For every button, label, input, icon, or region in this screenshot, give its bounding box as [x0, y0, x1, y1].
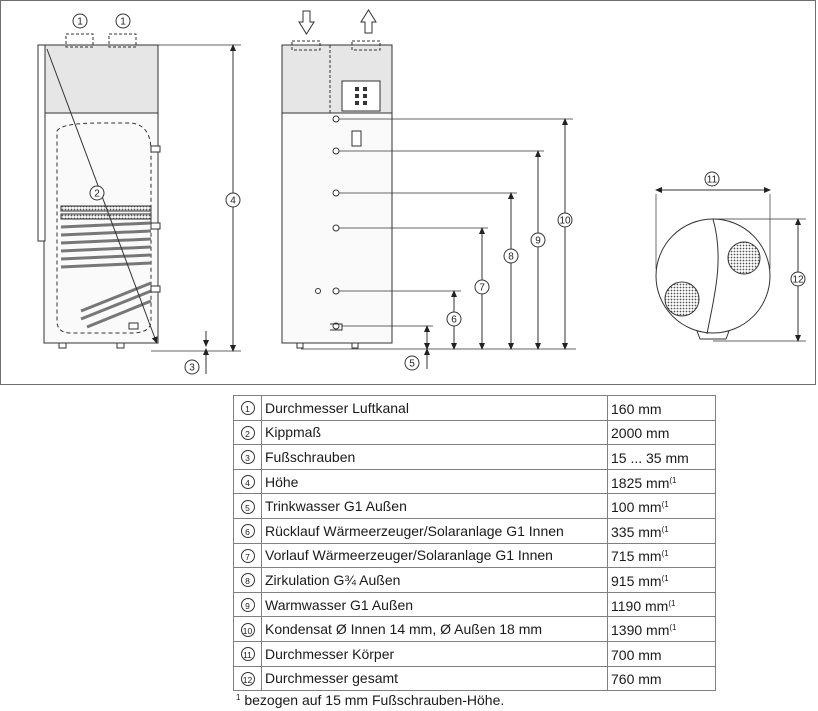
callout-1: 1 — [77, 17, 83, 28]
footnote-text: bezogen auf 15 mm Fußschrauben-Höhe. — [244, 692, 505, 708]
fan-unit-top — [43, 44, 159, 114]
row-footnote-marker: (1 — [669, 623, 677, 633]
row-number: 8 — [240, 573, 255, 588]
row-number: 2 — [240, 425, 255, 440]
row-number: 3 — [240, 450, 255, 465]
callout-3: 3 — [189, 363, 195, 374]
side-view — [37, 33, 241, 374]
table-row: 7 Vorlauf Wärmeerzeuger/Solaranlage G1 I… — [233, 542, 716, 569]
table-row: 6 Rücklauf Wärmeerzeuger/Solaranlage G1 … — [233, 517, 716, 544]
row-number: 10 — [240, 622, 255, 637]
row-description: Kippmaß — [261, 419, 608, 446]
pipe-stub — [128, 322, 139, 330]
callout-6: 6 — [451, 315, 457, 326]
air-outlet — [351, 40, 381, 51]
row-number: 6 — [240, 524, 255, 539]
table-row: 8 Zirkulation G¾ Außen 915 mm(1 — [233, 567, 716, 593]
callout-12: 12 — [792, 275, 804, 286]
row-description: Kondensat Ø Innen 14 mm, Ø Außen 18 mm — [261, 616, 608, 642]
table-row: 2 Kippmaß 2000 mm — [233, 419, 716, 446]
row-number: 9 — [240, 598, 255, 613]
pipe-stub — [150, 222, 161, 230]
air-out-arrow — [360, 9, 377, 34]
callout-7: 7 — [479, 283, 485, 294]
footnote: 1 bezogen auf 15 mm Fußschrauben-Höhe. — [236, 692, 504, 708]
pipe-stub — [150, 285, 161, 293]
row-number: 4 — [240, 475, 255, 490]
callout-4: 4 — [230, 196, 236, 207]
row-value: 700 mm — [611, 646, 662, 663]
dimension-table: 1 Durchmesser Luftkanal 160 mm 2 Kippmaß… — [233, 395, 716, 692]
air-opening — [727, 241, 761, 275]
heating-coil-upper — [60, 205, 152, 269]
pipe-stub — [150, 145, 161, 153]
table-row: 3 Fußschrauben 15 ... 35 mm — [233, 444, 716, 470]
inner-tank — [56, 122, 152, 334]
row-description: Durchmesser Luftkanal — [261, 395, 608, 421]
row-value: 2000 mm — [611, 425, 670, 442]
row-number: 1 — [240, 401, 255, 416]
callout-2: 2 — [94, 189, 100, 200]
callout-8: 8 — [508, 252, 514, 263]
row-value: 715 mm — [611, 548, 662, 565]
table-row: 5 Trinkwasser G1 Außen 100 mm(1 — [233, 493, 716, 519]
row-value: 915 mm — [611, 572, 662, 589]
control-panel — [341, 80, 381, 112]
row-value: 760 mm — [611, 671, 662, 688]
row-number: 7 — [240, 548, 255, 563]
row-footnote-marker: (1 — [661, 524, 669, 534]
top-view — [655, 187, 806, 342]
row-footnote-marker: (1 — [668, 598, 676, 608]
anode — [351, 130, 362, 147]
row-description: Fußschrauben — [261, 444, 608, 470]
table-row: 12 Durchmesser gesamt 760 mm — [233, 665, 716, 692]
row-description: Zirkulation G¾ Außen — [261, 567, 608, 593]
callout-9: 9 — [535, 236, 541, 247]
side-panel — [37, 44, 46, 242]
row-description: Rücklauf Wärmeerzeuger/Solaranlage G1 In… — [261, 517, 608, 544]
technical-drawing: 1 1 2 3 4 5 6 7 8 9 10 11 12 — [0, 0, 816, 385]
table-row: 9 Warmwasser G1 Außen 1190 mm(1 — [233, 591, 716, 618]
callout-1: 1 — [120, 17, 126, 28]
callout-5: 5 — [409, 359, 415, 370]
table-row: 10 Kondensat Ø Innen 14 mm, Ø Außen 18 m… — [233, 616, 716, 642]
drawing-svg: 1 1 2 3 4 5 6 7 8 9 10 11 12 — [37, 9, 806, 375]
row-description: Durchmesser gesamt — [261, 665, 608, 692]
row-value: 335 mm — [611, 523, 662, 540]
air-in-arrow — [298, 10, 315, 35]
air-opening — [664, 281, 700, 317]
row-footnote-marker: (1 — [661, 500, 669, 510]
front-view — [281, 9, 576, 369]
row-footnote-marker: (1 — [661, 549, 669, 559]
table-row: 4 Höhe 1825 mm(1 — [233, 468, 716, 495]
row-footnote-marker: (1 — [669, 475, 677, 485]
row-footnote-marker: (1 — [661, 573, 669, 583]
row-description: Trinkwasser G1 Außen — [261, 493, 608, 519]
row-value: 1825 mm — [611, 474, 670, 491]
callout-10: 10 — [559, 216, 571, 227]
row-value: 1190 mm — [611, 597, 669, 614]
table-row: 1 Durchmesser Luftkanal 160 mm — [233, 395, 716, 421]
row-value: 100 mm — [611, 499, 662, 516]
row-number: 5 — [240, 499, 255, 514]
tank-outline — [655, 218, 771, 334]
row-number: 12 — [240, 671, 255, 686]
table-row: 11 Durchmesser Körper 700 mm — [233, 640, 716, 667]
row-value: 1390 mm — [611, 622, 670, 639]
row-description: Höhe — [261, 468, 608, 495]
row-description: Vorlauf Wärmeerzeuger/Solaranlage G1 Inn… — [261, 542, 608, 569]
row-description: Warmwasser G1 Außen — [261, 591, 608, 618]
air-inlet — [291, 40, 321, 51]
footnote-marker: 1 — [236, 693, 241, 702]
row-number: 11 — [240, 647, 255, 662]
row-value: 15 ... 35 mm — [611, 449, 689, 466]
row-description: Durchmesser Körper — [261, 640, 608, 667]
callout-11: 11 — [707, 175, 718, 186]
row-value: 160 mm — [611, 400, 662, 417]
